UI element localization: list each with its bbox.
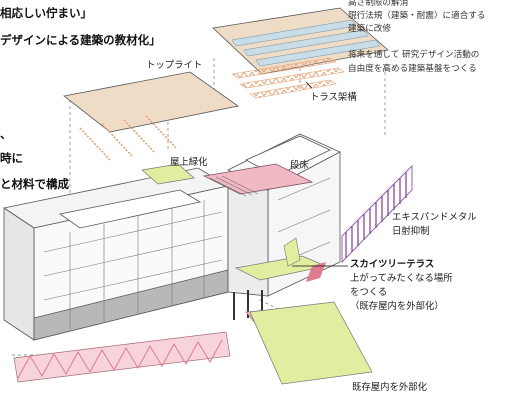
right-desc-line-3: 建築に改修	[348, 24, 391, 34]
expanded-metal-panel	[341, 165, 413, 263]
right-desc-line-4: 将来を通して 研究デザイン活動の	[348, 50, 480, 60]
left-heading-line-1: 相応しい佇まい」	[0, 6, 92, 20]
skytree-desc-1: 上がってみたくなる場所	[350, 273, 453, 284]
solar-control-label: 日射抑制	[392, 226, 430, 237]
left-heading-line-5: と材料で構成	[0, 177, 69, 191]
skytree-terrace-label: スカイツリーテラス	[350, 259, 435, 270]
roof-green-label: 屋上緑化	[170, 157, 208, 168]
left-heading-line-4: 時に	[0, 151, 23, 165]
skylight-roof	[212, 7, 389, 75]
skytree-desc-3: （既存屋内を外部化）	[350, 301, 444, 312]
stairs-label: 段床	[290, 160, 309, 171]
toplight-label: トップライト	[146, 60, 203, 71]
truss-label: トラス架構	[310, 92, 357, 103]
stepped-floor	[202, 163, 314, 197]
bottom-label: 既存屋内を外部化	[352, 382, 428, 393]
expanded-metal-label: エキスパンドメタル	[392, 212, 477, 223]
left-roof-slab	[63, 71, 239, 161]
building-windows	[43, 177, 331, 330]
truss-frame	[231, 57, 345, 99]
right-desc-line-1: 高さ制限の解消	[348, 0, 409, 8]
right-desc-line-5: 自由度を高める建築基盤をつくる	[348, 64, 477, 74]
right-desc-line-2: 現行法規（建築・耐震）に適合する	[348, 11, 486, 21]
leader-lines	[292, 81, 348, 267]
pink-truss-strip	[13, 331, 231, 383]
left-heading-line-3: 、	[0, 127, 12, 141]
pink-accent	[306, 262, 326, 282]
green-ground-slab	[249, 301, 373, 385]
terrace-stair	[283, 237, 301, 267]
skytree-desc-2: をつくる	[350, 287, 388, 298]
roof-green-patch	[141, 163, 195, 185]
left-heading-line-2: デザインによる建築の教材化」	[0, 33, 161, 47]
